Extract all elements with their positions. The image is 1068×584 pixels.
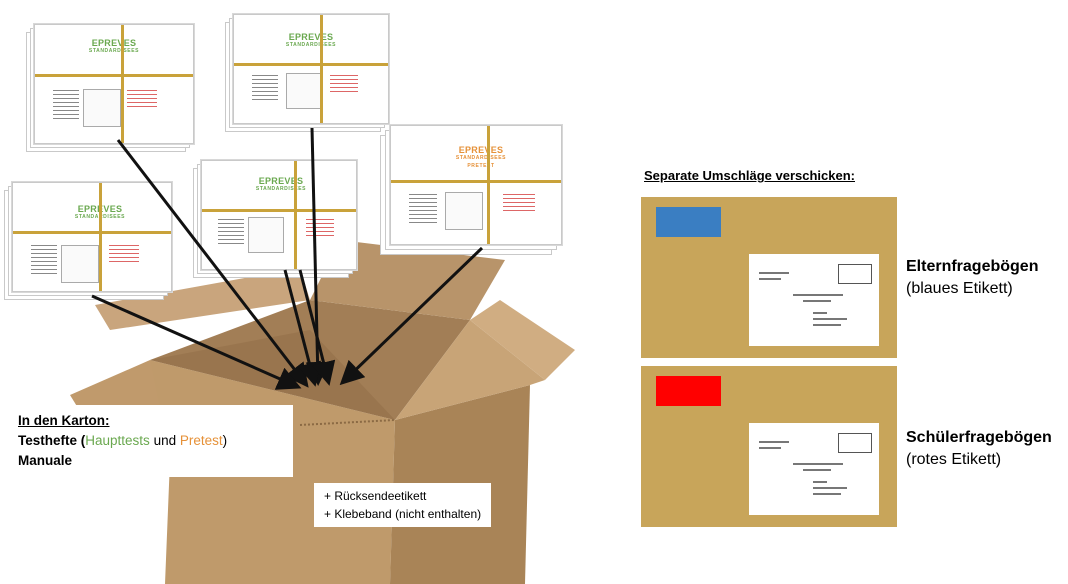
extras-list: + Rücksendeetikett + Klebeband (nicht en… xyxy=(314,483,492,527)
booklet-frame xyxy=(248,217,284,253)
logo-line2: STANDARDISEES xyxy=(285,42,337,48)
envelope-students-title: Schülerfragebögen xyxy=(906,429,1052,446)
booklet-stack-2: EPREVES STANDARDISEES xyxy=(225,14,390,132)
tape-vertical xyxy=(99,183,102,291)
address-line xyxy=(813,318,847,320)
address-line xyxy=(813,493,841,495)
tape-horizontal xyxy=(13,231,171,234)
address-line xyxy=(813,324,841,326)
booklet-text xyxy=(252,75,278,103)
logo-line2: STANDARDISEES xyxy=(88,48,140,54)
booklet-frame xyxy=(445,192,483,230)
tape-horizontal xyxy=(202,209,356,212)
booklet-stack-pretest: EPREVES STANDARDISEES PRETEST xyxy=(380,125,562,257)
envelope-parents xyxy=(641,197,897,358)
address-line xyxy=(803,300,831,302)
booklet-frame xyxy=(61,245,99,283)
caption-und: und xyxy=(149,433,180,448)
booklet-logo: EPREVES STANDARDISEES xyxy=(87,39,141,55)
tape-vertical xyxy=(294,161,297,269)
stamp-box xyxy=(838,264,872,284)
booklet-text xyxy=(31,245,57,275)
caption-testhefte-prefix: Testhefte ( xyxy=(18,433,86,448)
address-line xyxy=(759,441,789,443)
caption-heading: In den Karton: xyxy=(18,413,110,428)
address-line xyxy=(759,278,781,280)
arrow-3 xyxy=(91,294,302,390)
booklet-text-red xyxy=(109,245,139,263)
stamp-box xyxy=(838,433,872,453)
label-blue xyxy=(656,207,721,237)
booklet-stack-1: EPREVES STANDARDISEES xyxy=(26,24,194,156)
caption-manuale: Manuale xyxy=(18,453,73,468)
tape-horizontal xyxy=(234,63,388,66)
address-line xyxy=(813,487,847,489)
caption-line-testhefte: Testhefte (Haupttests und Pretest) xyxy=(18,431,283,451)
address-window xyxy=(749,423,879,515)
caption-haupttests: Haupttests xyxy=(85,433,150,448)
extras-tape: + Klebeband (nicht enthalten) xyxy=(324,507,482,521)
address-line xyxy=(813,312,827,314)
logo-line1: EPREVES xyxy=(258,176,304,186)
box-caption: In den Karton: Testhefte (Haupttests und… xyxy=(8,405,293,477)
booklet-frame xyxy=(83,89,121,127)
arrow-5 xyxy=(298,269,336,386)
booklet-cover: EPREVES STANDARDISEES xyxy=(12,182,172,292)
label-red xyxy=(656,376,721,406)
envelope-students-label: Schülerfragebögen (rotes Etikett) xyxy=(906,427,1052,471)
address-window xyxy=(749,254,879,346)
booklet-logo: EPREVES STANDARDISEES xyxy=(284,33,338,49)
arrow-1 xyxy=(116,139,309,388)
envelopes-heading: Separate Umschläge verschicken: xyxy=(644,168,855,183)
booklet-stack-3: EPREVES STANDARDISEES xyxy=(4,182,172,300)
booklet-cover: EPREVES STANDARDISEES xyxy=(233,14,389,124)
logo-line2: STANDARDISEES xyxy=(255,186,307,192)
logo-line2: STANDARDISEES xyxy=(455,155,507,161)
booklet-cover: EPREVES STANDARDISEES xyxy=(34,24,194,144)
address-line xyxy=(813,481,827,483)
booklet-text-red xyxy=(330,75,358,93)
booklet-text xyxy=(409,194,437,224)
tape-vertical xyxy=(121,25,124,143)
arrow-4 xyxy=(283,269,322,387)
envelope-parents-label: Elternfragebögen (blaues Etikett) xyxy=(906,256,1038,300)
envelope-students-subtitle: (rotes Etikett) xyxy=(906,451,1002,468)
tape-horizontal xyxy=(35,74,193,77)
tape-vertical xyxy=(487,126,490,244)
booklet-text-red xyxy=(503,194,535,214)
address-line xyxy=(759,272,789,274)
booklet-text xyxy=(218,219,244,247)
envelope-students xyxy=(641,366,897,527)
logo-line3: PRETEST xyxy=(467,163,495,169)
address-line xyxy=(793,463,843,465)
booklet-cover: EPREVES STANDARDISEES PRETEST xyxy=(390,125,562,245)
booklet-cover: EPREVES STANDARDISEES xyxy=(201,160,357,270)
envelope-parents-subtitle: (blaues Etikett) xyxy=(906,280,1013,297)
booklet-frame xyxy=(286,73,322,109)
booklet-logo: EPREVES STANDARDISEES PRETEST xyxy=(451,146,511,170)
arrow-6 xyxy=(339,246,484,386)
tape-horizontal xyxy=(391,180,561,183)
booklet-logo: EPREVES STANDARDISEES xyxy=(254,177,308,193)
caption-close: ) xyxy=(222,433,228,448)
booklet-stack-4: EPREVES STANDARDISEES xyxy=(193,160,358,278)
caption-pretest: Pretest xyxy=(179,433,223,448)
logo-line1: EPREVES xyxy=(458,145,504,155)
address-line xyxy=(793,294,843,296)
tape-vertical xyxy=(320,15,323,123)
booklet-text xyxy=(53,90,79,120)
address-line xyxy=(759,447,781,449)
envelope-parents-title: Elternfragebögen xyxy=(906,258,1039,275)
booklet-text-red xyxy=(127,90,157,108)
extras-return-label: + Rücksendeetikett xyxy=(324,489,427,503)
address-line xyxy=(803,469,831,471)
logo-line1: EPREVES xyxy=(91,38,137,48)
logo-line1: EPREVES xyxy=(288,32,334,42)
